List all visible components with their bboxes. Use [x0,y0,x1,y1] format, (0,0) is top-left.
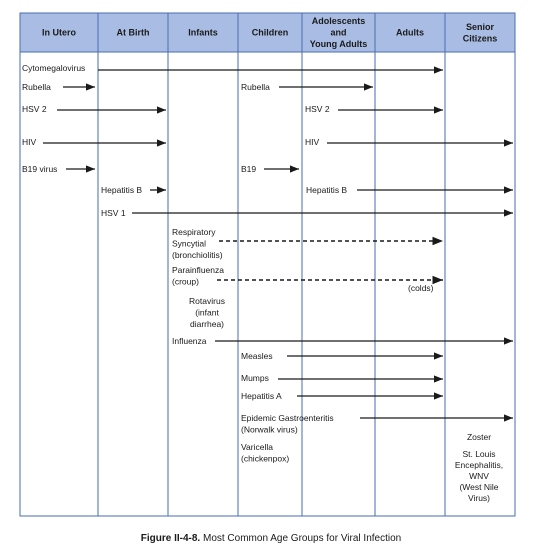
header-band [20,13,515,52]
row-varicella-label: Varicella(chickenpox) [241,442,289,464]
figure-title: Most Common Age Groups for Viral Infecti… [202,533,402,544]
diagram-frame [19,12,516,517]
row-rubella-early-label: Rubella [22,82,51,92]
row-zoster-label: Zoster [467,432,491,442]
row-epidemic-gastroenteritis-label: Epidemic Gastroenteritis(Norwalk virus) [241,413,334,435]
row-hsv2-early-label: HSV 2 [22,104,47,114]
row-hsv2-later-label: HSV 2 [305,104,330,114]
row-rubella-later-label: Rubella [241,82,270,92]
row-hiv-later-label: HIV [305,137,320,147]
header-in-utero: In Utero [42,28,77,38]
figure-number: Figure II-4-8. [140,533,201,544]
row-parainfluenza-note: (colds) [408,283,434,293]
row-mumps-label: Mumps [241,373,269,383]
row-measles-label: Measles [241,351,273,361]
header-infants: Infants [188,28,218,38]
row-hsv1-label: HSV 1 [101,208,126,218]
row-hiv-early-label: HIV [22,137,37,147]
viral-infection-age-diagram: In Utero At Birth Infants Children Adolescen… [19,12,516,517]
row-hepatitis-b-early-label: Hepatitis B [101,185,142,195]
row-cytomegalovirus-label: Cytomegalovirus [22,63,85,73]
row-b19-virus-label: B19 virus [22,164,57,174]
header-children: Children [252,28,289,38]
header-at-birth: At Birth [117,28,150,38]
row-parainfluenza-label: Parainfluenza(croup) [172,265,224,287]
row-b19-label: B19 [241,164,256,174]
figure-caption: Figure II-4-8. Most Common Age Groups fo… [0,533,542,544]
row-hepatitis-a-label: Hepatitis A [241,391,282,401]
row-influenza-label: Influenza [172,336,207,346]
header-adults: Adults [396,28,424,38]
row-hepatitis-b-later-label: Hepatitis B [306,185,347,195]
